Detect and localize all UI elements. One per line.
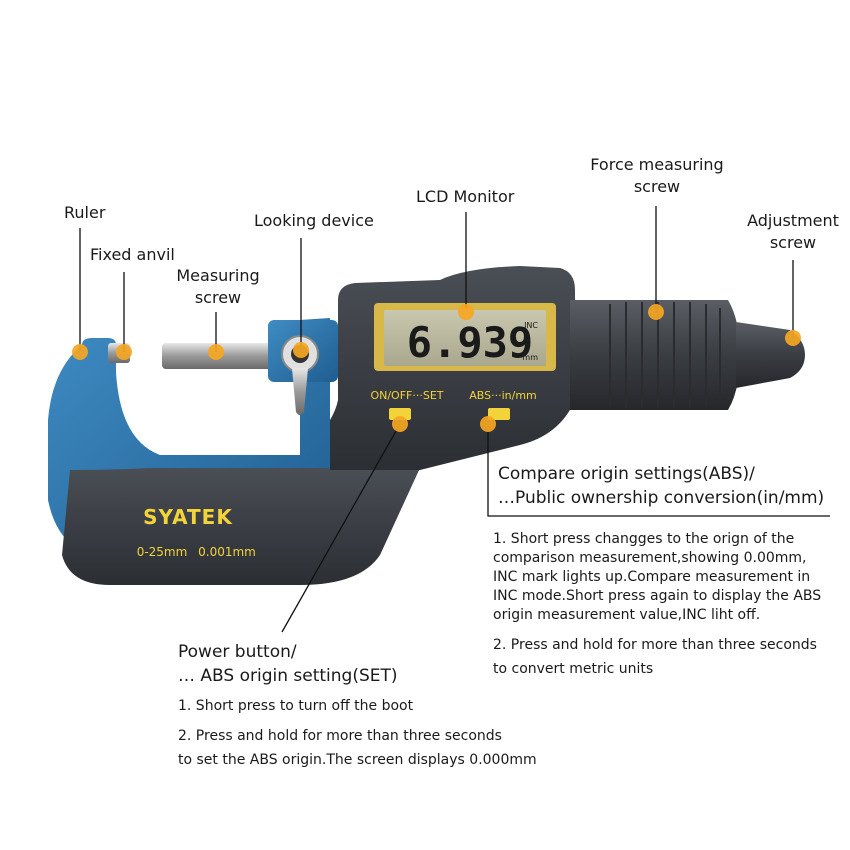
abs-button	[488, 408, 510, 420]
marker-locking-device	[293, 342, 309, 358]
abs-note2: 2. Press and hold for more than three se…	[493, 637, 817, 677]
abs-title-line1: Compare origin settings(ABS)/	[498, 464, 755, 484]
label-lcd-monitor: LCD Monitor	[416, 187, 515, 206]
lcd-digits: 6.939	[407, 318, 533, 367]
label-fixed-anvil: Fixed anvil	[90, 245, 175, 264]
resolution-text: 0.001mm	[198, 545, 256, 559]
lock-lever	[292, 368, 308, 415]
brand-logo: SYATEK	[143, 505, 233, 529]
marker-ruler	[72, 344, 88, 360]
onoff-label: ON/OFF···SET	[370, 389, 443, 402]
label-measuring-screw: Measuring screw	[176, 266, 260, 307]
power-note2: 2. Press and hold for more than three se…	[178, 728, 537, 768]
leader-lines	[79, 206, 830, 633]
marker-fixed-anvil	[116, 344, 132, 360]
marker-measuring-screw	[208, 344, 224, 360]
label-ruler: Ruler	[64, 203, 106, 222]
range-text: 0-25mm	[137, 545, 188, 559]
power-title-line2: … ABS origin setting(SET)	[178, 666, 398, 686]
marker-force-screw	[648, 304, 664, 320]
lcd-screen	[384, 310, 546, 366]
abs-note1: 1. Short press changges to the orign of …	[493, 531, 822, 623]
marker-abs	[480, 416, 496, 432]
markers	[72, 304, 801, 432]
marker-adjustment-screw	[785, 330, 801, 346]
thimble-ridges	[609, 302, 721, 408]
abs-title-line2: …Public ownership conversion(in/mm)	[498, 488, 825, 508]
frame-grip	[62, 468, 420, 585]
lcd-inc: INC	[524, 321, 538, 330]
onoff-button	[389, 408, 411, 420]
abs-label: ABS···in/mm	[469, 389, 537, 402]
thimble	[570, 300, 740, 410]
label-force-screw: Force measuring screw	[590, 155, 724, 196]
power-note1: 1. Short press to turn off the boot	[178, 698, 414, 714]
label-looking-device: Looking device	[254, 211, 374, 230]
power-title-line1: Power button/	[178, 642, 297, 662]
label-adjustment-screw: Adjustment screw	[747, 211, 839, 252]
lcd-unit: mm	[522, 353, 538, 362]
marker-lcd	[458, 304, 474, 320]
marker-onoff	[392, 416, 408, 432]
